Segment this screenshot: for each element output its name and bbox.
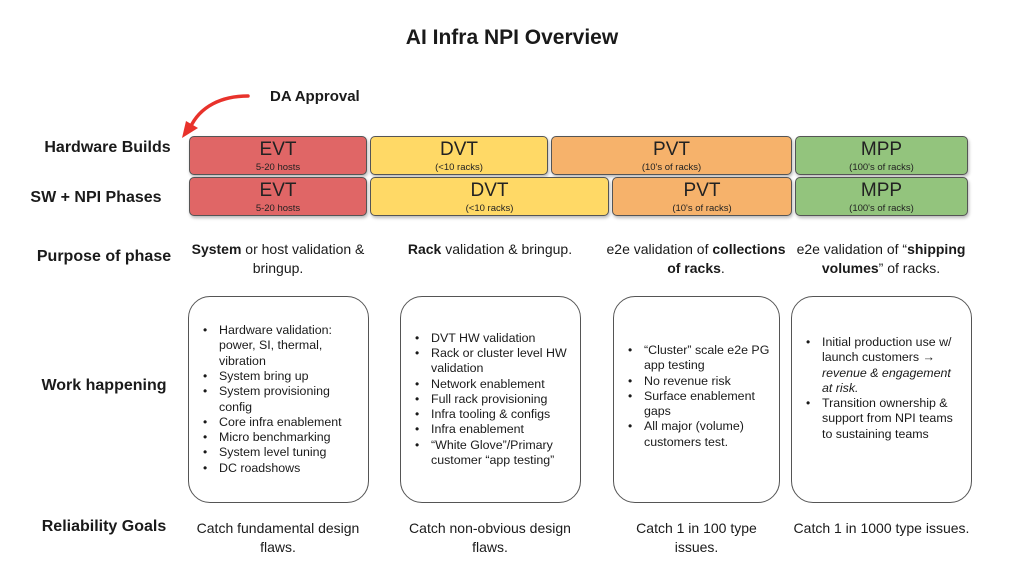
purpose-text: ” of racks. [878, 260, 941, 276]
purpose-text: e2e validation of [606, 241, 713, 257]
page-title: AI Infra NPI Overview [405, 26, 619, 49]
phase-scale: (<10 racks) [435, 162, 483, 173]
row-label-purpose: Purpose of phase [36, 248, 172, 265]
reliability-goal-mpp: Catch 1 in 1000 type issues. [793, 520, 970, 536]
work-item: System provisioning config [197, 384, 362, 415]
work-item: System level tuning [197, 445, 362, 461]
work-list: Initial production use w/ launch custome… [800, 335, 963, 442]
work-item: Infra tooling & configs [409, 407, 574, 423]
phase-scale: (<10 racks) [465, 203, 514, 214]
work-card-dvt: DVT HW validation Rack or cluster level … [400, 296, 581, 503]
purpose-text: validation & bringup. [441, 241, 573, 257]
hw-build-pvt: PVT (10's of racks) [551, 136, 792, 175]
work-item: DC roadshows [197, 461, 362, 477]
phase-name: EVT [259, 139, 297, 160]
work-item-emphasis: revenue & engagement at risk. [822, 365, 951, 395]
phase-scale: 5-20 hosts [255, 203, 301, 214]
purpose-evt: System or host validation & bringup. [189, 240, 367, 278]
work-item-text: Initial production use w/ launch custome… [822, 334, 952, 365]
da-approval-arrow-icon [182, 94, 250, 138]
work-item: Infra enablement [409, 422, 574, 438]
work-item: Full rack provisioning [409, 392, 574, 408]
phase-scale: (100's of racks) [849, 203, 914, 214]
sw-phase-pvt: PVT (10's of racks) [612, 177, 792, 216]
work-list: DVT HW validation Rack or cluster level … [409, 331, 574, 469]
work-item: No revenue risk [622, 374, 773, 390]
phase-scale: (100's of racks) [849, 162, 914, 173]
purpose-text: or host validation & bringup. [241, 241, 365, 276]
phase-name: MPP [860, 139, 903, 160]
purpose-dvt: Rack validation & bringup. [400, 240, 580, 259]
work-item: “White Glove”/Primary customer “app test… [409, 438, 574, 469]
work-item: Core infra enablement [197, 415, 362, 431]
work-list: “Cluster” scale e2e PG app testing No re… [622, 343, 773, 450]
sw-phase-mpp: MPP (100's of racks) [795, 177, 968, 216]
work-card-mpp: Initial production use w/ launch custome… [791, 296, 972, 503]
phase-scale: (10's of racks) [672, 203, 732, 214]
purpose-text: . [720, 260, 725, 276]
purpose-mpp: e2e validation of “shipping volumes” of … [790, 240, 972, 278]
work-list: Hardware validation: power, SI, thermal,… [197, 323, 362, 476]
hw-build-mpp: MPP (100's of racks) [795, 136, 968, 175]
hw-build-evt: EVT 5-20 hosts [189, 136, 367, 175]
sw-phase-dvt: DVT (<10 racks) [370, 177, 609, 216]
row-label-work: Work happening [41, 377, 167, 394]
phase-name: MPP [860, 180, 903, 201]
purpose-emphasis: Rack [407, 241, 442, 257]
row-label-sw-npi-phases: SW + NPI Phases [30, 189, 162, 206]
work-item: “Cluster” scale e2e PG app testing [622, 343, 773, 374]
reliability-goal-evt: Catch fundamental design flaws. [196, 520, 360, 555]
work-item: DVT HW validation [409, 331, 574, 347]
work-item: Rack or cluster level HW validation [409, 346, 574, 377]
work-item: Initial production use w/ launch custome… [800, 335, 963, 396]
work-item: Micro benchmarking [197, 430, 362, 446]
purpose-emphasis: collections of racks [667, 241, 786, 276]
reliability-goal-pvt: Catch 1 in 100 type issues. [636, 520, 757, 555]
purpose-text: e2e validation of “ [796, 241, 908, 257]
work-item: All major (volume) customers test. [622, 419, 773, 450]
work-card-pvt: “Cluster” scale e2e PG app testing No re… [613, 296, 780, 503]
arrow-icon: → [922, 350, 935, 365]
row-label-reliability: Reliability Goals [41, 518, 167, 535]
work-card-evt: Hardware validation: power, SI, thermal,… [188, 296, 369, 503]
work-item: System bring up [197, 369, 362, 385]
work-item: Surface enablement gaps [622, 389, 773, 420]
work-item: Hardware validation: power, SI, thermal,… [197, 323, 362, 369]
reliability-goal-dvt: Catch non-obvious design flaws. [409, 520, 571, 555]
purpose-pvt: e2e validation of collections of racks. [606, 240, 786, 278]
work-item: Network enablement [409, 377, 574, 393]
phase-name: PVT [683, 180, 721, 201]
hw-build-dvt: DVT (<10 racks) [370, 136, 548, 175]
phase-name: DVT [440, 139, 478, 160]
phase-name: DVT [470, 180, 509, 201]
da-approval-label: DA Approval [270, 88, 360, 105]
phase-scale: (10's of racks) [641, 162, 702, 173]
phase-name: EVT [259, 180, 297, 201]
work-item: Transition ownership & support from NPI … [800, 396, 963, 442]
purpose-emphasis: shipping volumes [821, 241, 966, 276]
phase-scale: 5-20 hosts [255, 162, 301, 173]
row-label-hardware-builds: Hardware Builds [44, 139, 171, 156]
purpose-emphasis: System [191, 241, 242, 257]
phase-name: PVT [653, 139, 690, 160]
sw-phase-evt: EVT 5-20 hosts [189, 177, 367, 216]
